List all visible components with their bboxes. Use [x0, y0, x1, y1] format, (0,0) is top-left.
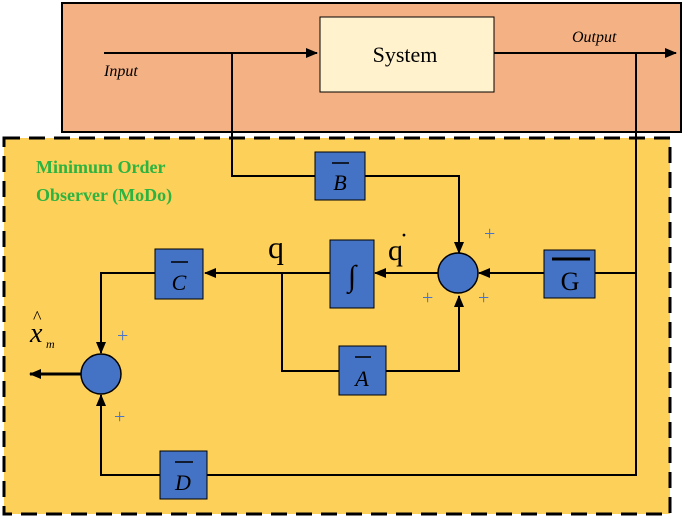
d-label: D — [174, 470, 191, 495]
integrator-symbol: ∫ — [346, 260, 358, 295]
c-block — [154, 248, 204, 300]
sign-top-sum-left: + — [422, 287, 433, 309]
b-label: B — [333, 170, 346, 195]
sign-top-sum-top: + — [484, 223, 495, 245]
d-block — [159, 450, 208, 500]
estimate-hat: ^ — [33, 307, 42, 327]
c-to-sum-line — [96, 272, 155, 354]
q-to-a-line — [281, 273, 339, 372]
output-label: Output — [572, 29, 617, 46]
system-label: System — [373, 42, 438, 67]
bottom-summing-junction — [80, 353, 122, 395]
q-label: q — [268, 229, 284, 265]
estimate-subscript: m — [46, 337, 55, 351]
g-label: G — [561, 267, 580, 296]
observer-region — [2, 136, 672, 516]
sign-bottom-sum-top: + — [117, 325, 128, 347]
system-block — [319, 16, 495, 93]
observer-title-line1: Minimum Order — [36, 157, 165, 177]
a-to-sum-line — [386, 295, 464, 372]
output-branch-line — [207, 53, 637, 476]
estimate-symbol: x — [29, 318, 43, 349]
input-to-b-line — [231, 53, 315, 177]
a-label: A — [353, 366, 369, 391]
sign-bottom-sum-bottom: + — [114, 406, 125, 428]
a-block — [338, 345, 387, 396]
input-label: Input — [103, 63, 138, 80]
b-block — [314, 151, 366, 201]
sign-top-sum-right: + — [478, 287, 489, 309]
q-dot-label: q — [388, 234, 403, 267]
c-label: C — [172, 270, 187, 295]
b-to-sum-line — [365, 175, 464, 254]
integrator-block — [329, 239, 375, 309]
observer-title-line2: Observer (MoDo) — [36, 185, 172, 206]
d-to-sum-line — [96, 394, 160, 476]
q-dot-mark: · — [400, 223, 408, 249]
top-summing-junction — [437, 252, 479, 294]
